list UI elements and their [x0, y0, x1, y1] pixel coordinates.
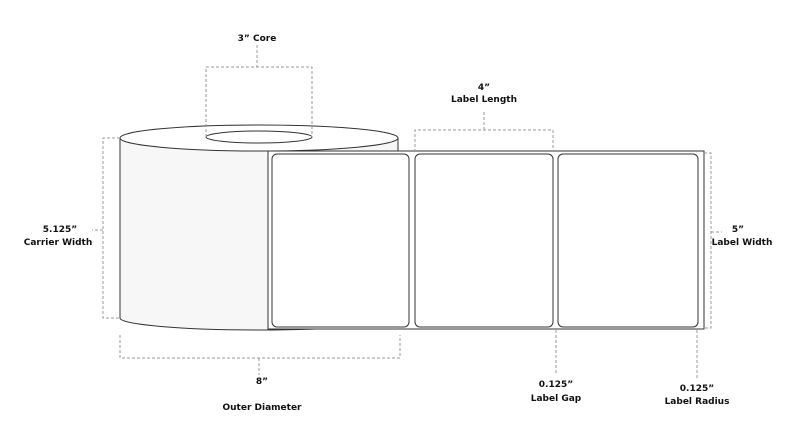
label-length-dimension-line — [414, 112, 554, 152]
core-dimension-line — [205, 45, 313, 137]
label-width-name: Label Width — [712, 238, 773, 248]
label-1 — [271, 153, 410, 328]
carrier-width-value: 5.125” — [43, 225, 77, 235]
carrier-width-dimension-line — [92, 137, 120, 319]
label-width-value: 5” — [732, 225, 744, 235]
label-3 — [557, 153, 699, 328]
label-gap-value: 0.125” — [539, 380, 573, 390]
label-length-value: 4” — [478, 83, 490, 93]
outer-diameter-name: Outer Diameter — [223, 403, 303, 413]
label-gap-name: Label Gap — [531, 394, 582, 404]
label-radius-name: Label Radius — [665, 397, 730, 407]
label-2 — [414, 153, 554, 328]
carrier-width-name: Carrier Width — [24, 238, 92, 248]
roll-core — [205, 130, 313, 144]
core-label: 3” Core — [238, 34, 277, 44]
label-length-name: Label Length — [451, 95, 517, 105]
label-width-dimension-line — [704, 152, 722, 329]
outer-diameter-dimension-line — [119, 335, 401, 375]
outer-diameter-value: 8” — [256, 377, 268, 387]
label-radius-value: 0.125” — [680, 384, 714, 394]
